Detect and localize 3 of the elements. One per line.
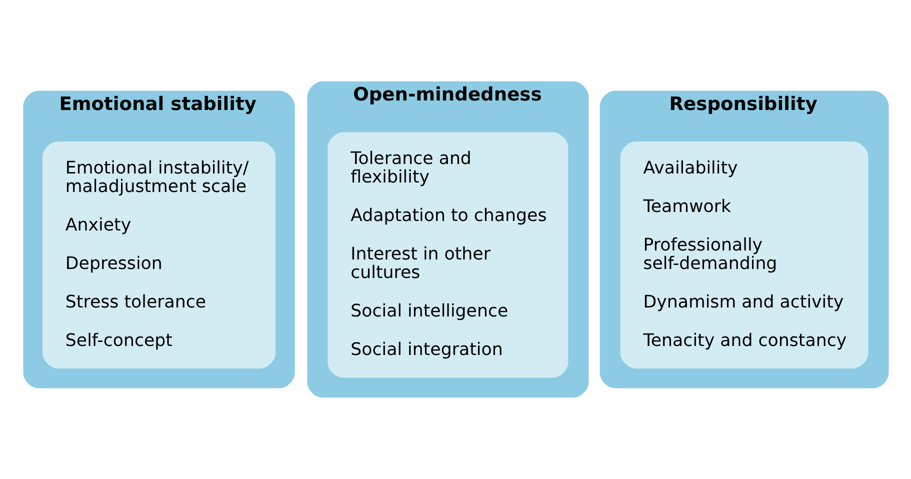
node-box: Tolerance and flexibility Adaptation to changes Interest in other cultures Social intelligence Social integration <box>327 132 568 378</box>
node-box: Availability Teamwork Professionally self-demanding Dynamism and activity Tenacity and constancy <box>620 142 868 368</box>
node-box: Emotional instability/ maladjustment scale Anxiety Depression Stress tolerance Self-concept <box>42 142 276 368</box>
